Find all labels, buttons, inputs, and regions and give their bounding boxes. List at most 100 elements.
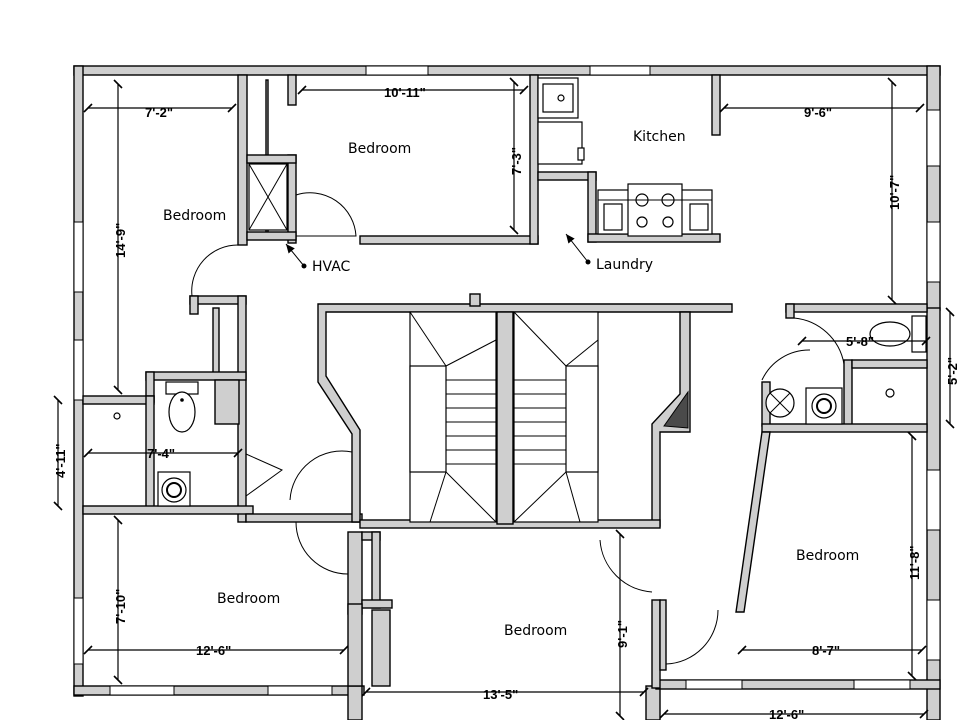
wall-se-bedroom-west bbox=[735, 431, 771, 613]
dim-7-4: 7'-4" bbox=[147, 446, 175, 461]
window-east-3 bbox=[926, 469, 941, 531]
dim-7-2: 7'-2" bbox=[145, 105, 173, 120]
wall-bath-top bbox=[145, 371, 247, 381]
wall-nw-bedroom-east bbox=[237, 74, 248, 246]
wall-e-bath-top bbox=[785, 303, 928, 313]
south-jog-east bbox=[645, 685, 661, 720]
window-north-1 bbox=[365, 65, 429, 76]
dim-5-2: 5'-2" bbox=[945, 357, 960, 385]
wall-laundry-top bbox=[537, 171, 597, 181]
wall-s-bedroom-east-inner bbox=[659, 599, 667, 671]
south-jog-west bbox=[347, 685, 363, 720]
dimension-labels: 7'-2" 10'-11" 9'-6" 7'-3" 14'-9" 10'-7" … bbox=[53, 85, 960, 720]
stairs bbox=[409, 311, 599, 523]
dim-9-6: 9'-6" bbox=[804, 105, 832, 120]
wall-se-bedroom-top bbox=[761, 423, 928, 433]
wall-sw-corridor bbox=[245, 513, 363, 523]
door-n-bedroom bbox=[295, 192, 357, 237]
room-label-bedroom-s: Bedroom bbox=[504, 623, 567, 639]
dim-7-3: 7'-3" bbox=[509, 147, 524, 175]
dim-9-1: 9'-1" bbox=[615, 620, 630, 648]
door-hall-e bbox=[761, 349, 811, 381]
stair-shaft-fill bbox=[663, 390, 689, 429]
wall-hvac-bottom bbox=[246, 231, 297, 241]
window-south-2 bbox=[267, 685, 333, 696]
door-stair bbox=[289, 450, 353, 501]
window-west-3 bbox=[73, 597, 84, 665]
dim-13-5: 13'-5" bbox=[483, 687, 518, 702]
room-label-bedroom-nw: Bedroom bbox=[163, 208, 226, 224]
wall-closet-inner bbox=[212, 307, 220, 379]
window-east-1 bbox=[926, 109, 941, 167]
wall-sw-bedroom-east-lower bbox=[347, 603, 363, 687]
toilet-tank-e bbox=[911, 315, 927, 353]
windows bbox=[73, 65, 941, 696]
window-south-3 bbox=[685, 679, 743, 690]
wall-sw-bedroom-top bbox=[82, 505, 254, 515]
dim-10-11: 10'-11" bbox=[384, 85, 426, 100]
dim-12-6-w: 12'-6" bbox=[196, 643, 231, 658]
wall-closet-side bbox=[371, 531, 381, 609]
laundry-leader bbox=[565, 233, 589, 263]
dim-4-11: 4'-11" bbox=[53, 443, 68, 478]
room-label-bedroom-sw: Bedroom bbox=[217, 591, 280, 607]
wall-stair-post bbox=[469, 293, 481, 307]
doors bbox=[191, 192, 845, 665]
room-label-kitchen: Kitchen bbox=[633, 129, 686, 145]
window-east-4 bbox=[926, 599, 941, 661]
room-labels: Bedroom Bedroom Kitchen Bedroom Bedroom … bbox=[163, 129, 859, 639]
wall-laundry-east bbox=[587, 171, 597, 243]
door-bath-e bbox=[793, 317, 845, 365]
wall-s-bedroom-east bbox=[651, 599, 661, 689]
window-east-2 bbox=[926, 221, 941, 283]
interior-walls bbox=[82, 74, 928, 689]
wall-closet-bottom bbox=[361, 599, 393, 609]
window-west-1 bbox=[73, 221, 84, 293]
dim-5-8: 5'-8" bbox=[846, 334, 874, 349]
wall-closet-lower bbox=[371, 609, 391, 687]
wall-e-shower-top bbox=[851, 359, 928, 369]
dim-10-7: 10'-7" bbox=[887, 175, 902, 210]
fixtures bbox=[113, 77, 927, 507]
wall-closet-stub bbox=[189, 295, 199, 315]
wall-kitchen-divider bbox=[711, 74, 721, 136]
wall-hvac-top bbox=[246, 154, 297, 164]
window-south-1 bbox=[109, 685, 175, 696]
door-bath-w bbox=[245, 453, 283, 497]
toilet-e bbox=[869, 321, 911, 347]
wall-e-shower-west bbox=[843, 359, 853, 427]
wall-e-bath-stub bbox=[785, 303, 795, 319]
north-wall bbox=[73, 65, 941, 76]
window-west-2 bbox=[73, 339, 84, 401]
window-south-4 bbox=[853, 679, 911, 690]
wall-linen bbox=[214, 379, 240, 425]
wall-n-bedroom-south bbox=[359, 235, 539, 245]
label-hvac: HVAC bbox=[312, 259, 351, 275]
dimension-lines bbox=[53, 77, 955, 720]
wall-n-bedroom-west bbox=[287, 154, 297, 244]
wall-n-bedroom-west-stub bbox=[287, 74, 297, 106]
hvac-leader bbox=[285, 243, 305, 267]
wall-sw-bedroom-east bbox=[347, 531, 363, 615]
door-nw-bedroom bbox=[191, 244, 239, 297]
door-s-bedroom bbox=[599, 539, 653, 593]
door-se-bedroom bbox=[665, 609, 719, 665]
shower-drain-e bbox=[885, 388, 895, 398]
window-north-2 bbox=[589, 65, 651, 76]
dim-7-10: 7'-10" bbox=[113, 589, 128, 624]
dim-12-6-e: 12'-6" bbox=[769, 707, 804, 720]
wall-stair-divider bbox=[496, 311, 514, 525]
wall-n-bedroom-east bbox=[529, 74, 539, 245]
dim-8-7: 8'-7" bbox=[812, 643, 840, 658]
dim-11-8: 11'-8" bbox=[907, 545, 922, 580]
toilet-w bbox=[168, 391, 196, 433]
room-label-bedroom-se: Bedroom bbox=[796, 548, 859, 564]
range bbox=[627, 183, 683, 237]
dryer bbox=[537, 121, 583, 165]
dim-14-9: 14'-9" bbox=[113, 223, 128, 258]
label-laundry: Laundry bbox=[596, 257, 653, 273]
shower-drain-w bbox=[113, 412, 121, 420]
wall-shower-top bbox=[82, 395, 155, 405]
